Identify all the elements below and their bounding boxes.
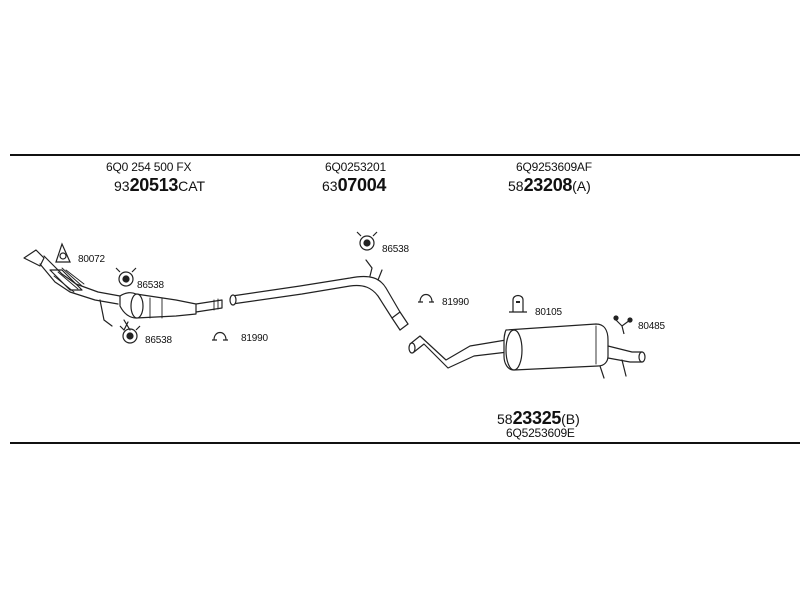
oe-number-rear-muffler-b: 6Q5253609E [506, 426, 575, 440]
rubber-mount-icon [212, 331, 228, 341]
callout-bracket-label: 80105 [535, 307, 562, 318]
part-main: 20513 [129, 175, 179, 195]
callout-gasket-label: 80072 [78, 254, 105, 265]
callout-clamp-label: 86538 [382, 244, 409, 255]
part-prefix: 58 [497, 411, 513, 427]
callout-rubber-mount-label: 81990 [241, 333, 268, 344]
callout-clamp-label: 86538 [145, 335, 172, 346]
part-number-rear-muffler-a[interactable]: 5823208(A) [508, 175, 591, 196]
rubber-mount-icon [418, 293, 434, 303]
oe-number-front-pipe: 6Q0 254 500 FX [106, 160, 192, 174]
part-prefix: 58 [508, 178, 524, 194]
front-pipe-with-catalytic-converter [23, 249, 223, 331]
part-main: 23325 [512, 408, 562, 428]
part-number-rear-muffler-b[interactable]: 5823325(B) [497, 408, 580, 429]
rear-muffler [408, 323, 646, 379]
bracket-icon [509, 294, 527, 313]
bottom-divider [10, 442, 800, 444]
part-prefix: 93 [114, 178, 130, 194]
clamp-icon [356, 231, 378, 251]
part-prefix: 63 [322, 178, 338, 194]
hanger-icon [613, 315, 633, 335]
callout-rubber-mount-label: 81990 [442, 297, 469, 308]
oe-number-rear-muffler-a: 6Q9253609AF [516, 160, 592, 174]
callout-hanger-label: 80485 [638, 321, 665, 332]
clamp-icon [119, 325, 141, 344]
part-suffix: (B) [561, 411, 580, 427]
oe-number-middle-pipe: 6Q0253201 [325, 160, 386, 174]
gasket-icon [55, 242, 71, 263]
clamp-icon [115, 267, 137, 287]
part-number-middle-pipe[interactable]: 6307004 [322, 175, 386, 196]
part-suffix: CAT [178, 178, 206, 194]
callout-clamp-label: 86538 [137, 280, 164, 291]
part-suffix: (A) [572, 178, 591, 194]
part-main: 23208 [523, 175, 573, 195]
top-divider [10, 154, 800, 156]
part-number-front-pipe[interactable]: 9320513CAT [114, 175, 205, 196]
part-main: 07004 [337, 175, 387, 195]
middle-pipe [229, 259, 409, 331]
